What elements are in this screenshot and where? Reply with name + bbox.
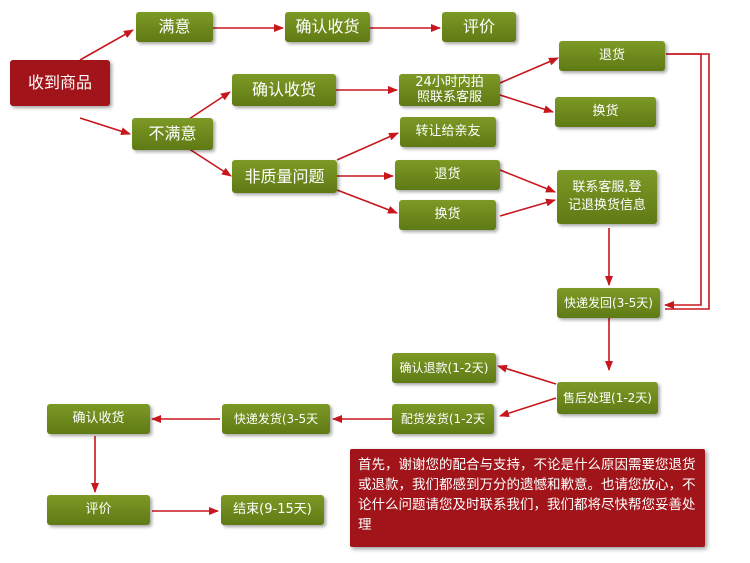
transfer-to-friends-node: 转让给亲友 [400,117,496,147]
exchange-mid-node: 换货 [399,200,496,230]
confirm-receipt-mid-node: 确认收货 [232,74,336,106]
confirm-receipt-bottom-node: 确认收货 [47,404,150,434]
express-back-node: 快递发回(3-5天) [557,288,660,318]
review-top-node: 评价 [442,12,516,42]
confirm-receipt-top-node: 确认收货 [285,12,370,42]
return-mid-node: 退货 [395,160,500,190]
apology-note: 首先，谢谢您的配合与支持，不论是什么原因需要您退货或退款，我们都感到万分的遗憾和… [350,449,705,547]
confirm-refund-node: 确认退款(1-2天) [392,353,496,383]
exchange-top-node: 换货 [555,97,656,127]
satisfied-node: 满意 [136,12,213,42]
contact-service-24h-node: 24小时内拍 照联系客服 [399,74,500,106]
review-bottom-node: 评价 [47,495,150,525]
register-return-info-node: 联系客服,登 记退换货信息 [557,170,657,224]
non-quality-issue-node: 非质量问题 [232,160,337,193]
return-top-node: 退货 [559,41,665,71]
unsatisfied-node: 不满意 [132,118,213,150]
end-node: 结束(9-15天) [221,495,324,525]
express-out-node: 快递发货(3-5天 [222,404,330,434]
receive-goods-node: 收到商品 [10,60,110,106]
ship-out-node: 配货发货(1-2天 [392,404,494,434]
after-sale-node: 售后处理(1-2天) [557,382,658,414]
